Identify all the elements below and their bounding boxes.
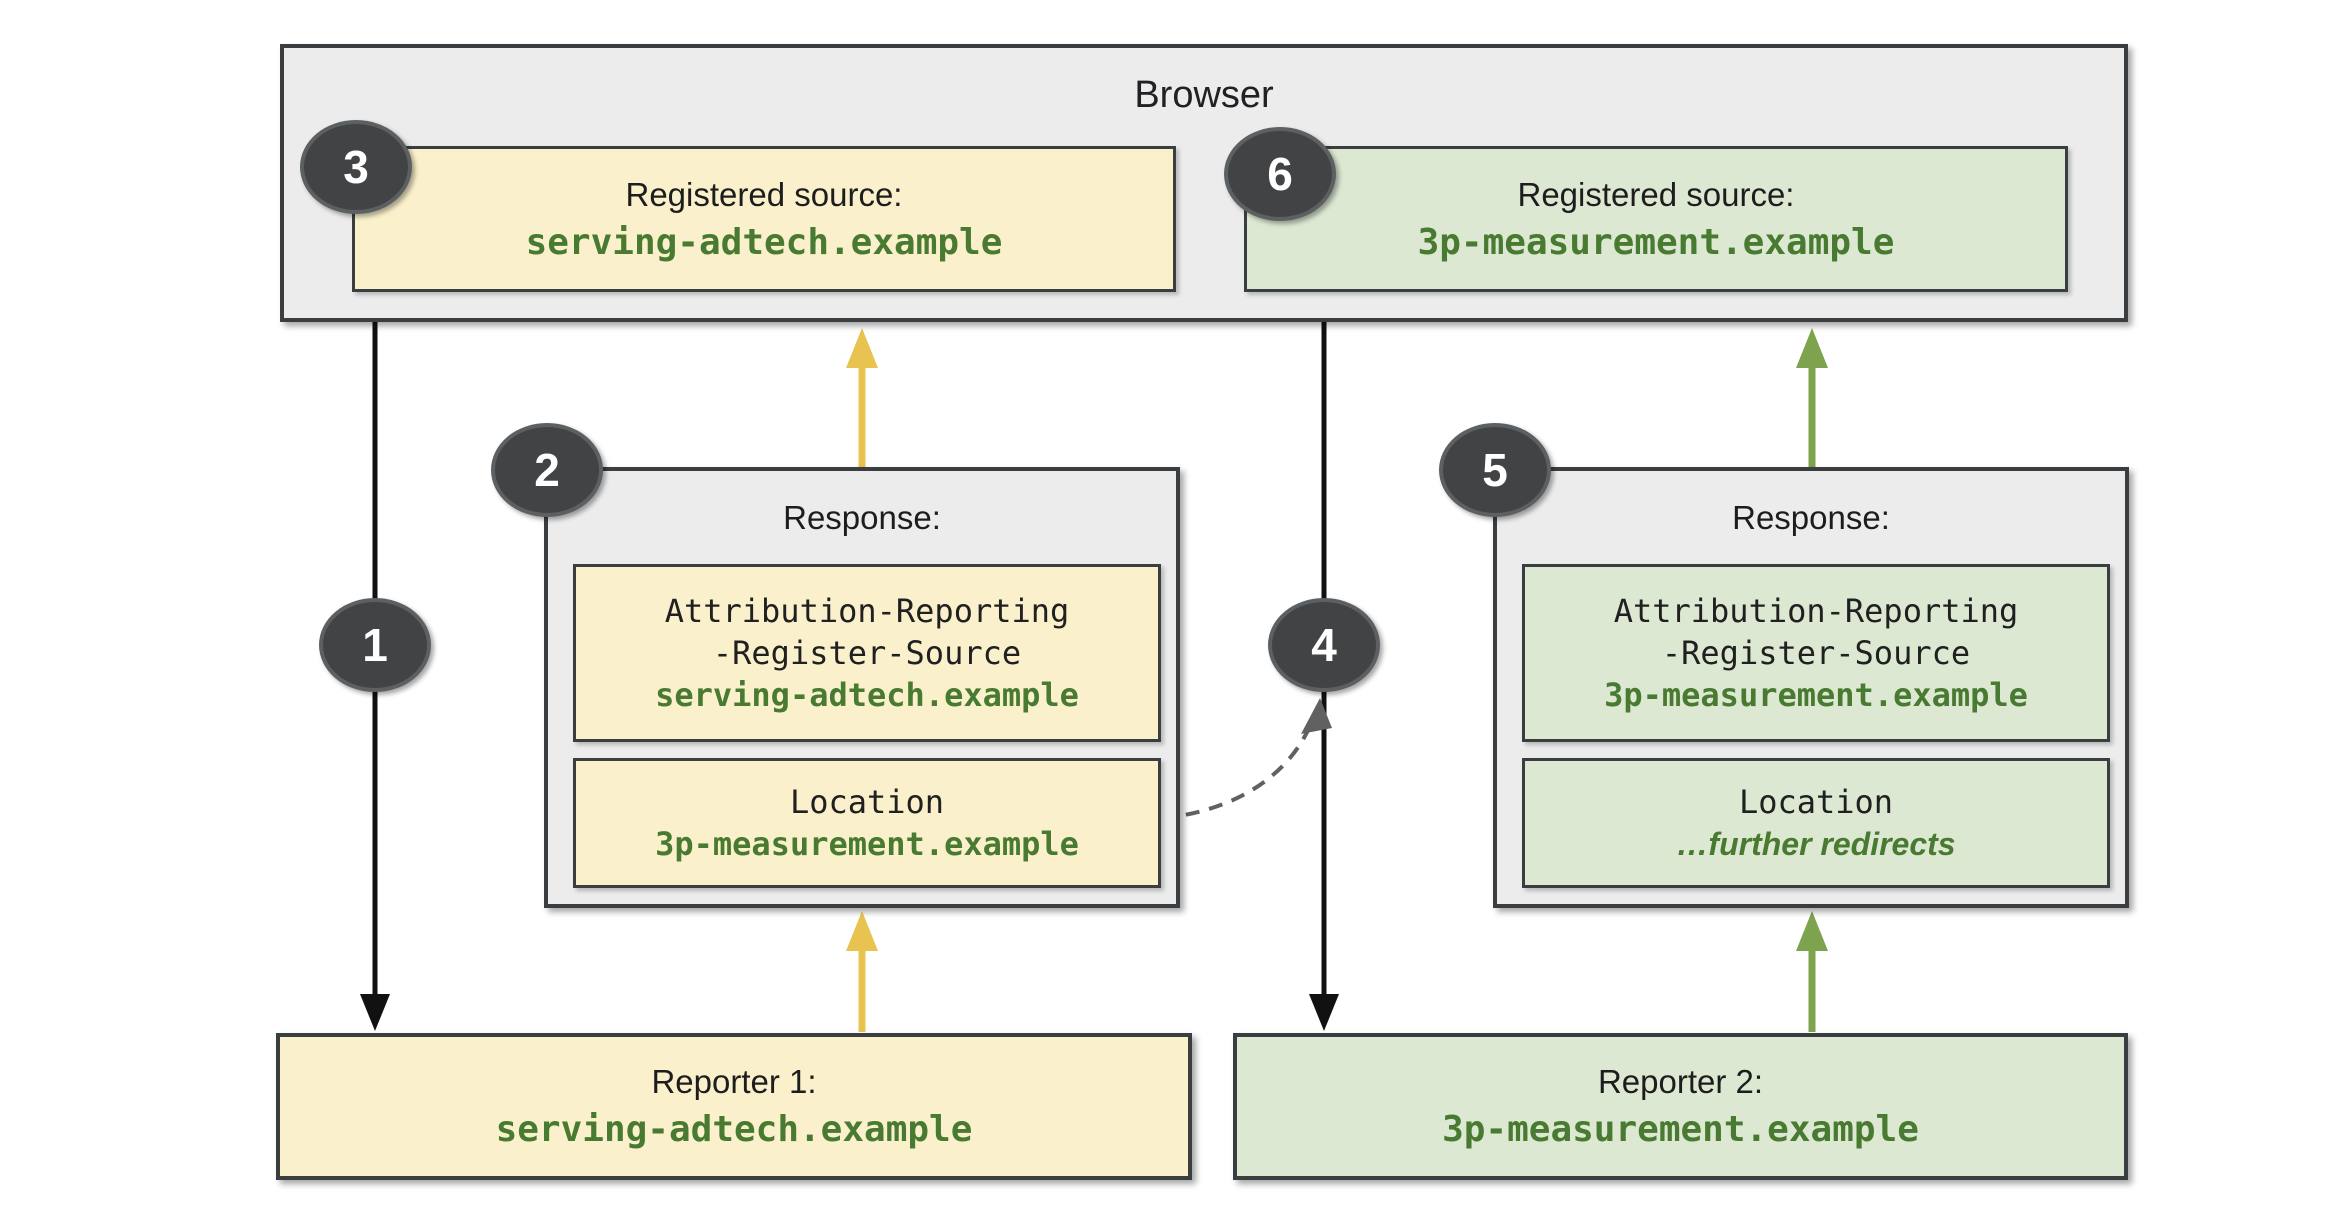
- response-1-location-header: Location 3p-measurement.example: [573, 758, 1161, 888]
- location-value-further-redirects: …further redirects: [1676, 826, 1956, 862]
- step-badge-2: 2: [491, 423, 603, 517]
- step-number: 2: [534, 444, 560, 496]
- step-number: 4: [1311, 619, 1337, 671]
- header-line: Attribution-Reporting: [1613, 592, 2019, 630]
- reporter-2-label: Reporter 2:: [1597, 1063, 1764, 1100]
- step-number: 1: [362, 619, 388, 671]
- location-label: Location: [1738, 783, 1894, 821]
- step-number: 3: [343, 141, 369, 193]
- arrow-reporter1-to-response1: [846, 911, 878, 1032]
- registered-source-2-label: Registered source:: [1517, 175, 1795, 213]
- response-2-box: Response: Attribution-Reporting -Registe…: [1493, 467, 2129, 908]
- response-2-location-header: Location …further redirects: [1522, 758, 2110, 888]
- registered-source-1-label: Registered source:: [625, 175, 903, 213]
- location-label: Location: [789, 783, 945, 821]
- reporter-1-box: Reporter 1: serving-adtech.example: [276, 1033, 1192, 1180]
- registered-source-2-value: 3p-measurement.example: [1417, 221, 1895, 263]
- step-badge-6: 6: [1224, 127, 1336, 221]
- step-badge-3: 3: [300, 120, 412, 214]
- step-badge-1: 1: [319, 598, 431, 692]
- header-value: 3p-measurement.example: [1604, 676, 2028, 714]
- response-1-box: Response: Attribution-Reporting -Registe…: [544, 467, 1180, 908]
- response-2-label: Response:: [1732, 499, 1890, 536]
- arrow-location-redirect-to-step4: [1161, 698, 1332, 820]
- header-value: serving-adtech.example: [655, 676, 1079, 714]
- header-line: -Register-Source: [1661, 634, 1971, 672]
- header-line: -Register-Source: [712, 634, 1022, 672]
- browser-title: Browser: [1134, 74, 1274, 116]
- reporter-1-label: Reporter 1:: [651, 1063, 817, 1100]
- reporter-2-box: Reporter 2: 3p-measurement.example: [1233, 1033, 2128, 1180]
- response-1-register-source-header: Attribution-Reporting -Register-Source s…: [573, 564, 1161, 742]
- registered-source-1-box: Registered source: serving-adtech.exampl…: [352, 146, 1176, 292]
- step-number: 5: [1482, 444, 1508, 496]
- step-number: 6: [1267, 148, 1293, 200]
- arrow-reporter2-to-response2: [1796, 911, 1828, 1032]
- step-badge-4: 4: [1268, 598, 1380, 692]
- response-1-label: Response:: [783, 499, 941, 536]
- registered-source-1-value: serving-adtech.example: [525, 221, 1003, 263]
- response-2-register-source-header: Attribution-Reporting -Register-Source 3…: [1522, 564, 2110, 742]
- arrow-response1-to-browser: [846, 328, 878, 467]
- header-line: Attribution-Reporting: [664, 592, 1070, 630]
- arrow-response2-to-browser: [1796, 328, 1828, 467]
- registered-source-2-box: Registered source: 3p-measurement.exampl…: [1244, 146, 2068, 292]
- reporter-1-value: serving-adtech.example: [495, 1109, 973, 1150]
- step-badge-5: 5: [1439, 423, 1551, 517]
- reporter-2-value: 3p-measurement.example: [1442, 1109, 1919, 1150]
- location-value: 3p-measurement.example: [655, 825, 1079, 863]
